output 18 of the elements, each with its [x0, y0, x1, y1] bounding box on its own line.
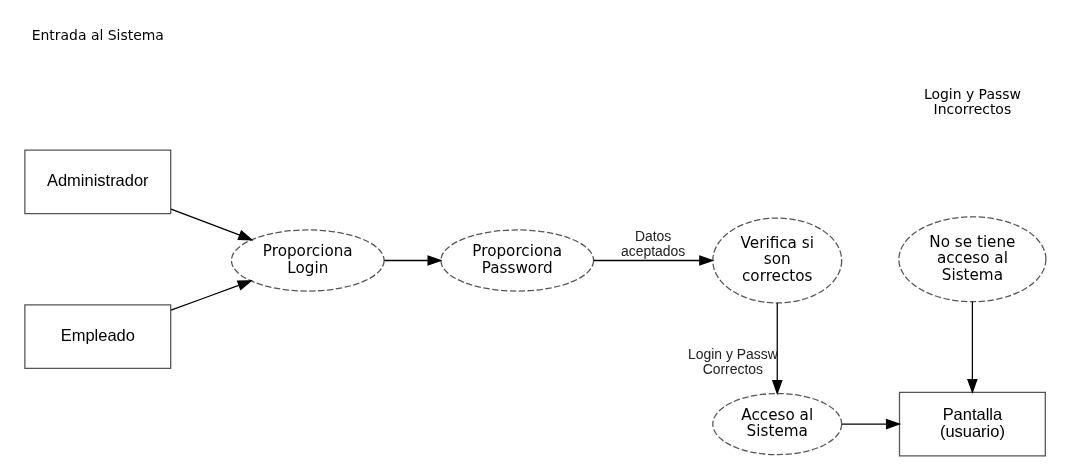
- node-ellipse: Verifica si son correctos: [711, 217, 842, 304]
- label: Entrada al Sistema: [31, 26, 164, 43]
- edge-label: Login y Passw Correctos: [687, 346, 778, 378]
- node-ellipse: No se tiene acceso al Sistema: [897, 216, 1047, 303]
- arrow: [169, 280, 253, 311]
- arrow: [840, 418, 901, 430]
- node-box: Pantalla (usuario): [898, 391, 1046, 457]
- node-ellipse: Proporciona Password: [439, 229, 594, 292]
- edge-label: Datos aceptados: [620, 228, 685, 260]
- arrow: [771, 302, 783, 396]
- arrow: [966, 301, 978, 395]
- arrow: [169, 208, 253, 241]
- node-box: Empleado: [23, 304, 171, 369]
- node-ellipse: Acceso al Sistema: [711, 392, 842, 456]
- node-box: Administrador: [23, 149, 171, 215]
- arrow: [383, 255, 443, 266]
- label: Login y Passw Incorrectos: [923, 86, 1021, 118]
- arrow: [592, 255, 714, 266]
